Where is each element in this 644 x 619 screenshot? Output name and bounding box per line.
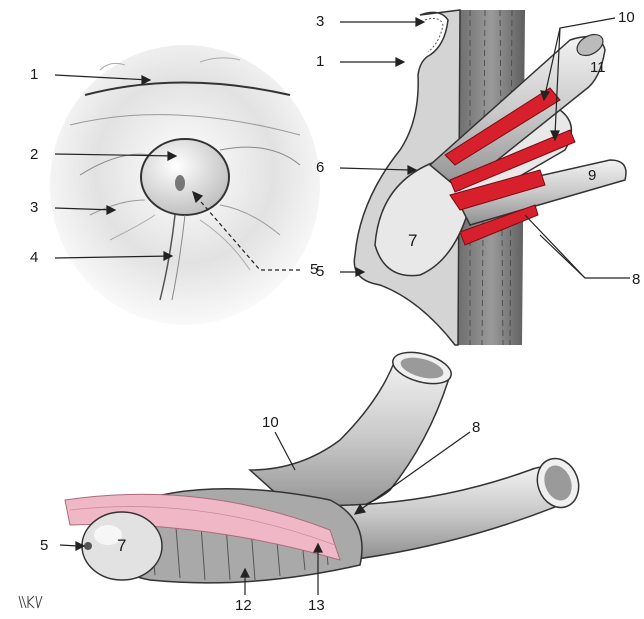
label-b-6: 6: [316, 160, 324, 175]
label-b-5: 5: [316, 264, 324, 279]
label-c-8: 8: [472, 420, 480, 435]
label-b-11: 11: [590, 60, 606, 75]
panel-a-papilla-view: [50, 45, 320, 325]
artist-signature: [16, 592, 46, 612]
label-c-10: 10: [262, 415, 279, 430]
label-b-9: 9: [588, 168, 596, 183]
label-b-8: 8: [632, 272, 640, 287]
label-b-3: 3: [316, 14, 324, 29]
papilla: [141, 139, 229, 215]
label-c-13: 13: [308, 598, 325, 613]
label-c-7: 7: [117, 537, 126, 554]
panel-c-lateral-view: [65, 347, 585, 583]
panel-b-cross-section: [354, 10, 626, 345]
label-a-2: 2: [30, 147, 38, 162]
label-b-1: 1: [316, 54, 324, 69]
label-b-7: 7: [408, 232, 417, 249]
label-a-1: 1: [30, 67, 38, 82]
label-b-10: 10: [618, 10, 635, 25]
label-a-4: 4: [30, 250, 38, 265]
papilla-orifice: [175, 175, 185, 191]
label-c-12: 12: [235, 598, 252, 613]
label-a-3: 3: [30, 200, 38, 215]
label-c-5: 5: [40, 538, 48, 553]
